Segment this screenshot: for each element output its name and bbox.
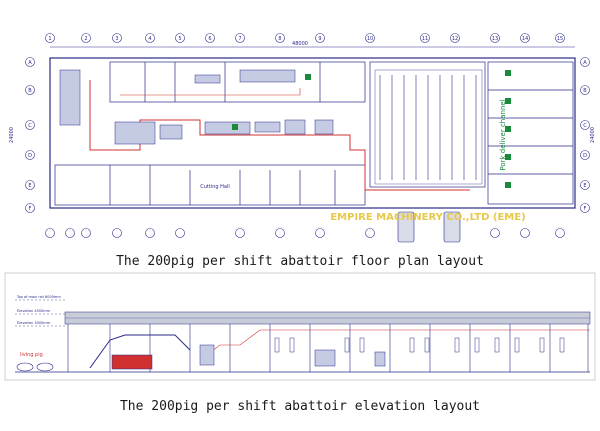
svg-text:E: E	[583, 183, 586, 189]
svg-text:C: C	[583, 123, 587, 129]
svg-text:4: 4	[148, 36, 151, 42]
svg-text:C: C	[28, 123, 32, 129]
svg-text:B: B	[583, 88, 587, 94]
svg-text:3: 3	[115, 36, 118, 42]
column-axis-top	[45, 33, 565, 43]
svg-text:D: D	[28, 153, 32, 159]
svg-text:A: A	[583, 60, 587, 66]
column-labels: 1 2 3 4 5 6 7 8 9 10 11 12 13 14 15	[48, 36, 563, 42]
slaughter-rail	[89, 80, 470, 191]
svg-text:12: 12	[452, 36, 458, 42]
svg-text:D: D	[583, 153, 587, 159]
row-axis	[25, 57, 590, 213]
upper-rooms	[109, 61, 366, 103]
svg-text:13: 13	[492, 36, 498, 42]
svg-text:B: B	[28, 88, 32, 94]
svg-text:F: F	[29, 206, 32, 212]
elevation-caption: The 200pig per shift abattoir elevation …	[120, 399, 480, 414]
svg-text:9: 9	[318, 36, 321, 42]
svg-text:F: F	[584, 206, 587, 212]
svg-text:6: 6	[208, 36, 211, 42]
outer-wall	[49, 57, 576, 209]
chilling-rails	[374, 69, 483, 185]
svg-text:A: A	[28, 60, 32, 66]
svg-text:Elevation 4500mm: Elevation 4500mm	[17, 309, 51, 313]
svg-text:10: 10	[367, 36, 373, 42]
svg-text:E: E	[28, 183, 31, 189]
svg-text:2: 2	[84, 36, 87, 42]
svg-text:8: 8	[278, 36, 281, 42]
room-label-cutting-hall: Cutting Hall	[200, 184, 230, 190]
watermark: EMPIRE MACHINERY CO.,LTD (EME)	[330, 212, 525, 223]
svg-text:Top of main rail 6000mm: Top of main rail 6000mm	[16, 295, 61, 299]
living-pigs	[16, 362, 54, 372]
chilling-room	[369, 61, 486, 188]
room-label-pork-deliver-channel: Pork deliver channel	[499, 99, 507, 170]
svg-text:11: 11	[422, 36, 428, 42]
green-equipment	[232, 70, 511, 188]
svg-text:5: 5	[178, 36, 181, 42]
elevation-left-labels: Top of main rail 6000mm Elevation 4500mm…	[16, 295, 61, 325]
row-labels: A B C D E F A B C D E F	[28, 60, 587, 212]
svg-text:Elevation 3000mm: Elevation 3000mm	[17, 321, 51, 325]
svg-text:15: 15	[557, 36, 563, 42]
floor-plan-caption: The 200pig per shift abattoir floor plan…	[116, 254, 484, 269]
living-pig-label: living pig	[20, 352, 43, 358]
elevation-drawing	[4, 272, 596, 381]
side-dimension-left: 24000	[9, 127, 15, 143]
overall-dimension: 48000	[292, 41, 308, 47]
equipment	[59, 69, 334, 145]
svg-text:7: 7	[238, 36, 241, 42]
column-axis-bottom	[45, 228, 565, 238]
floor-plan	[49, 46, 576, 209]
svg-text:1: 1	[48, 36, 51, 42]
svg-text:14: 14	[522, 36, 528, 42]
delivery-trucks	[397, 211, 461, 243]
cold-store-block	[487, 61, 574, 205]
side-dimension-right: 24000	[590, 127, 596, 143]
